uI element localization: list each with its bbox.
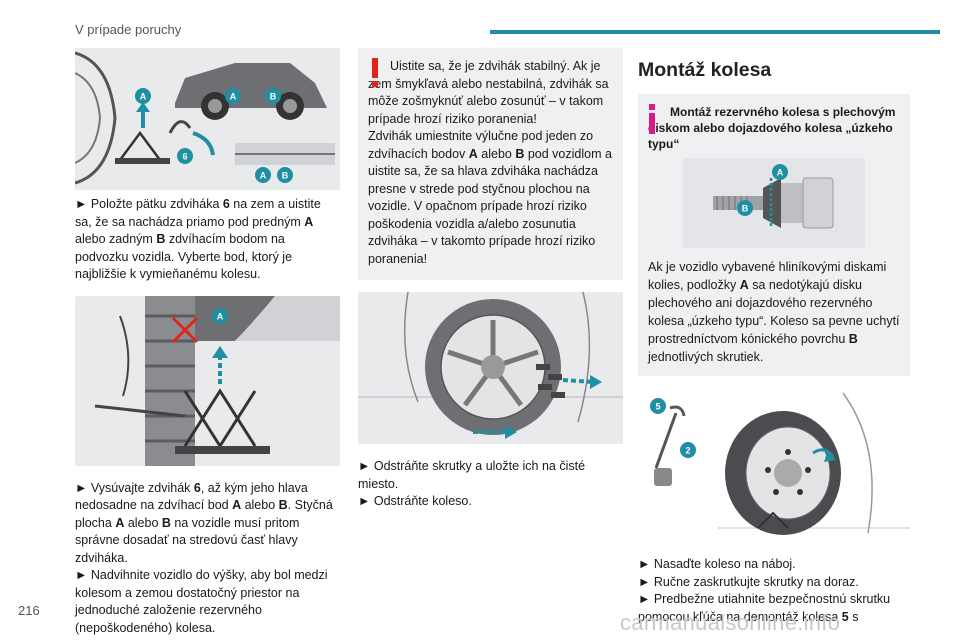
label-a-car: A: [230, 92, 237, 102]
fit-wheel-instruction: ► Nasaďte koleso na náboj.: [638, 557, 796, 571]
column-1: A A B 6 A B ► Položte pätku zdviháka 6 n…: [75, 48, 340, 637]
bullet-arrow-icon: ►: [75, 480, 88, 495]
bullet-arrow-icon: ►: [358, 494, 371, 508]
bullet-arrow-icon: ►: [75, 568, 88, 582]
figure-jack-head: A: [75, 295, 340, 466]
hand-tighten-instruction: ► Ručne zaskrutkujte skrutky na doraz.: [638, 574, 859, 589]
header-accent-bar: [490, 30, 940, 34]
column-3: Montáž kolesa Montáž rezervného kolesa s…: [638, 48, 910, 626]
lift-vehicle-instruction: ► Nadvihnite vozidlo do výšky, aby bol m…: [75, 568, 328, 635]
bullet-arrow-icon: ►: [638, 557, 651, 571]
remove-wheel-instruction: ► Odstráňte koleso.: [358, 494, 472, 508]
label-a-sill: A: [260, 171, 267, 181]
figure-remove-bolts: [358, 292, 623, 444]
info-title: Montáž rezervného kolesa s plechovým dis…: [648, 105, 896, 151]
label-6-jack: 6: [182, 152, 187, 162]
watermark: carmanualsonline.info: [620, 610, 841, 635]
remove-bolts-illustration: [358, 292, 623, 444]
label-b-cone: B: [742, 204, 749, 214]
bullet-arrow-icon: ►: [75, 197, 88, 211]
jack-placement-illustration: A A B 6 A B: [75, 48, 340, 190]
label-a-jack: A: [140, 92, 147, 102]
column-2: Uistite sa, že je zdvihák stabilný. Ak j…: [358, 48, 623, 511]
bullet-arrow-icon: ►: [638, 574, 651, 589]
extend-jack-instruction: ► Vysúvajte zdvihák 6, až kým jeho hlava…: [75, 480, 333, 565]
mount-wheel-illustration: 5 2: [638, 388, 910, 540]
bullet-arrow-icon: ►: [638, 592, 651, 606]
warning-exclamation-icon: [372, 58, 378, 87]
jack-head-illustration: A: [75, 295, 340, 466]
label-b-sill: B: [282, 171, 289, 181]
figure-bolt-washer: A B: [683, 158, 865, 248]
pre-tighten-instruction: ► Predbežne utiahnite bezpečnostnú skrut…: [638, 592, 891, 624]
page-number: 216: [18, 603, 40, 618]
info-icon: [649, 104, 655, 134]
figure-jack-placement: A A B 6 A B: [75, 48, 340, 190]
label-b-car: B: [270, 92, 277, 102]
remove-bolts-instruction: ► Odstráňte skrutky a uložte ich na čist…: [358, 459, 586, 491]
figure-mount-wheel: 5 2: [638, 388, 910, 540]
info-box: Montáž rezervného kolesa s plechovým dis…: [638, 94, 910, 376]
label-5-wrench: 5: [655, 402, 660, 412]
warning-box: Uistite sa, že je zdvihák stabilný. Ak j…: [358, 48, 623, 280]
label-2-socket: 2: [685, 446, 690, 456]
warning-placement-text: Zdvihák umiestnite výlučne pod jeden zo …: [368, 129, 612, 266]
label-a-washer: A: [777, 168, 784, 178]
info-description: Ak je vozidlo vybavené hliníkovými diska…: [648, 260, 900, 364]
warning-stability-text: Uistite sa, že je zdvihák stabilný. Ak j…: [368, 59, 609, 126]
header-title: V prípade poruchy: [75, 22, 182, 37]
label-a-head: A: [217, 311, 224, 321]
bullet-arrow-icon: ►: [358, 459, 371, 473]
section-title-wheel-mounting: Montáž kolesa: [638, 59, 772, 81]
jack-foot-instruction: ► Položte pätku zdviháka 6 na zem a uist…: [75, 197, 321, 281]
bolt-washer-illustration: A B: [683, 158, 865, 248]
